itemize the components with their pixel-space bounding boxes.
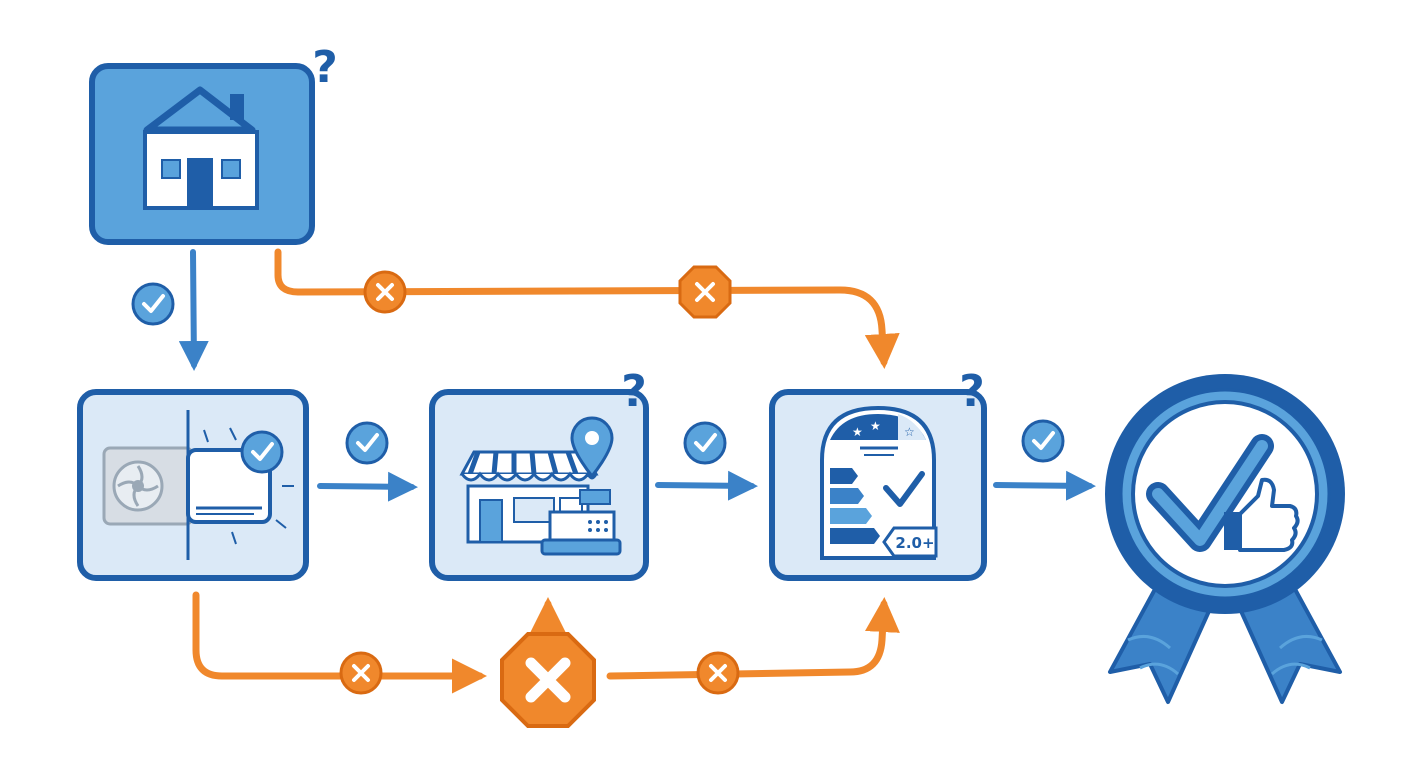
- pass-arrow-label-to-award: [993, 470, 1096, 501]
- x-circle-icon: [696, 651, 740, 695]
- x-circle-icon: [363, 270, 407, 314]
- question-badge: ?: [312, 42, 338, 93]
- svg-text:☆: ☆: [904, 425, 915, 439]
- location-pin-icon: [570, 416, 614, 479]
- x-circle-icon: [339, 651, 383, 695]
- fail-path-stop-to-label: [606, 597, 900, 680]
- node-energy-label: ★ ★ ☆ 2.0+ ?: [769, 366, 987, 581]
- node-store: ?: [429, 366, 649, 581]
- check-circle-icon: [345, 421, 389, 465]
- node-home: ?: [89, 42, 338, 245]
- cash-register-icon: [540, 489, 622, 556]
- thumbs-up-icon: [1224, 477, 1300, 552]
- award-ribbon-thumbs-up-icon: [1105, 374, 1345, 704]
- fail-path-home-to-label: [274, 248, 900, 369]
- store-with-cash-register-icon: [459, 416, 622, 556]
- x-octagon-icon: [678, 265, 732, 319]
- question-badge: ?: [621, 366, 647, 417]
- question-badge: ?: [959, 366, 985, 417]
- node-heat-pump: [77, 389, 309, 581]
- stop-octagon-icon: [500, 632, 596, 728]
- fail-path-heatpump-to-stop: [192, 591, 487, 694]
- check-circle-icon: [1021, 419, 1065, 463]
- check-circle-icon: [240, 430, 284, 474]
- energy-label-icon: ★ ★ ☆ 2.0+: [820, 405, 938, 560]
- house-icon: [143, 86, 259, 210]
- energy-rating-text: 2.0+: [895, 534, 934, 552]
- check-circle-icon: [683, 421, 727, 465]
- svg-text:★: ★: [852, 425, 863, 439]
- pass-arrow-store-to-label: [655, 470, 758, 501]
- check-circle-icon: [131, 282, 175, 326]
- svg-text:★: ★: [870, 419, 881, 433]
- pass-arrow-heatpump-to-store: [317, 471, 418, 502]
- pass-arrow-home-to-heatpump: [178, 249, 209, 371]
- node-award: [1105, 374, 1345, 704]
